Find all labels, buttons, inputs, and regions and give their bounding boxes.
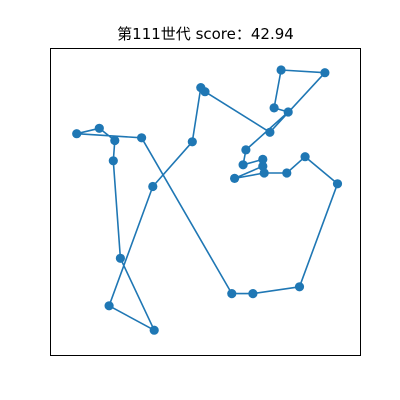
city-point (265, 127, 275, 137)
city-point (276, 65, 286, 75)
city-point (149, 325, 159, 335)
city-point (137, 133, 147, 143)
city-point (300, 152, 310, 162)
city-point (332, 179, 343, 189)
city-point (94, 123, 104, 133)
city-point (148, 181, 158, 192)
city-point (115, 253, 125, 263)
city-point (104, 301, 114, 311)
city-point (269, 103, 279, 113)
route-layer (72, 65, 343, 335)
city-point (230, 173, 240, 183)
route-line (75, 69, 339, 332)
city-point (248, 289, 258, 299)
city-point (187, 137, 197, 147)
city-point (282, 168, 292, 178)
city-point (320, 68, 330, 78)
city-point (110, 135, 120, 146)
city-point (241, 145, 251, 155)
city-point (72, 129, 82, 139)
city-point (258, 154, 268, 164)
chart-title: 第111世代 score：42.94 (117, 25, 294, 43)
city-point (294, 282, 305, 292)
city-point (196, 83, 206, 93)
city-point (238, 160, 248, 170)
city-point (108, 156, 118, 166)
plot-frame (50, 48, 361, 356)
city-point (227, 289, 237, 299)
city-point (259, 168, 269, 178)
city-point (283, 107, 293, 117)
